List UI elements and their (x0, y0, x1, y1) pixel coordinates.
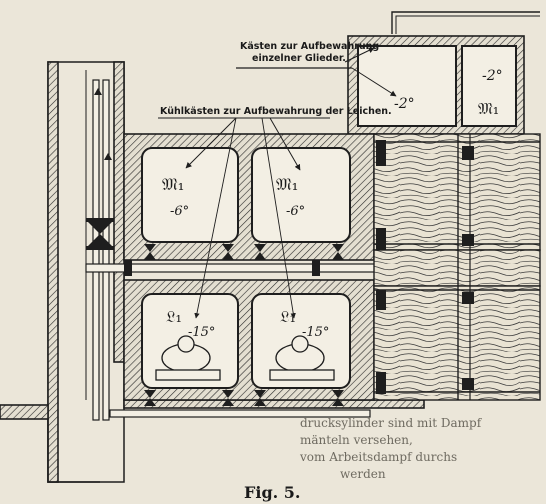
cooling-chamber-block (123, 133, 375, 401)
upper-right-mark: 𝔐₁ (276, 175, 298, 195)
wooden-wall (373, 133, 541, 401)
top-mark: 𝔐₁ (478, 99, 499, 118)
valve-icon (222, 390, 234, 406)
body-figure-icon (269, 335, 335, 381)
bleed-line-1: drucksylinder sind mit Dampf (300, 416, 483, 430)
upper-callout-line2: einzelner Glieder. (252, 53, 346, 64)
upper-left-temp: -6° (170, 204, 189, 219)
bleed-line-4: werden (340, 467, 386, 481)
upper-storage-box (347, 11, 540, 135)
bleed-line-3: vom Arbeitsdampf durchs (299, 450, 457, 464)
chamber-upper-right (251, 147, 351, 243)
figure-caption: Fig. 5. (244, 483, 300, 502)
top-right-temp: -2° (482, 68, 503, 84)
top-mid-temp: -2° (394, 96, 415, 112)
upper-callout-line1: Kästen zur Aufbewahrung (240, 41, 379, 52)
body-figure-icon (155, 335, 221, 381)
valve-icon (144, 390, 156, 406)
valve-icon (254, 390, 266, 406)
bleed-through-text: drucksylinder sind mit Dampf mänteln ver… (299, 416, 483, 481)
horizontal-pipe (85, 260, 387, 418)
chamber-valves (144, 244, 344, 406)
valve-icon (222, 244, 234, 260)
bleed-line-2: mänteln versehen, (300, 433, 413, 447)
upper-left-mark: 𝔐₁ (162, 175, 184, 195)
valve-icon (254, 244, 266, 260)
valve-icon (86, 218, 114, 250)
lower-right-mark: 𝔏₁ (280, 307, 296, 326)
chamber-upper-left (141, 147, 239, 243)
lower-left-temp: -15° (188, 325, 215, 340)
callout-leaders (158, 47, 397, 319)
lower-callout-label: Kühlkästen zur Aufbewahrung der Leichen. (160, 106, 392, 117)
valve-icon (144, 244, 156, 260)
lower-right-temp: -15° (302, 325, 329, 340)
valve-icon (332, 390, 344, 406)
upper-right-temp: -6° (286, 204, 305, 219)
valve-icon (332, 244, 344, 260)
lower-left-mark: 𝔏₁ (166, 307, 182, 326)
